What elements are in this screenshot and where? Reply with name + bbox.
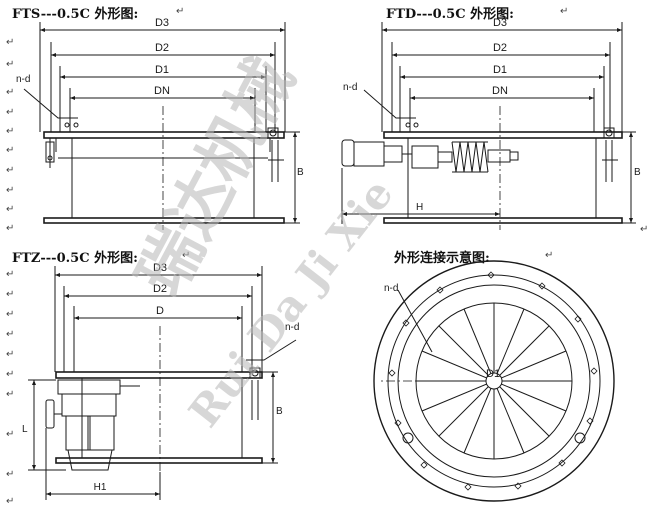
title-connection: 外形连接示意图:: [394, 251, 490, 266]
ftz-d3-label: D3: [153, 262, 167, 274]
fts-d1-label: D1: [155, 64, 169, 76]
paragraph-mark: ↵: [6, 369, 15, 380]
fts-d3-label: D3: [155, 17, 169, 29]
ftz-nd-label: n-d: [285, 322, 299, 333]
paragraph-mark: ↵: [6, 389, 15, 400]
fts-drawing: [23, 22, 300, 230]
fts-dn-label: DN: [154, 85, 170, 97]
paragraph-mark: ↵: [6, 329, 15, 340]
paragraph-mark: ↵: [6, 429, 15, 440]
paragraph-mark: ↵: [6, 269, 15, 280]
ftd-h-label: H: [416, 202, 423, 213]
ftz-d2-label: D2: [153, 283, 167, 295]
paragraph-mark: ↵: [545, 250, 554, 261]
fts-nd-label: n-d: [16, 74, 30, 85]
paragraph-mark: ↵: [176, 6, 185, 17]
connection-drawing: [373, 260, 615, 502]
ftz-d-label: D: [156, 305, 164, 317]
paragraph-mark: ↵: [6, 126, 15, 137]
ftz-drawing: [28, 266, 297, 500]
ftd-bellows: [451, 141, 489, 173]
paragraph-mark: ↵: [560, 6, 569, 17]
paragraph-mark: ↵: [6, 165, 15, 176]
watermark-chinese: 瑞达机械: [123, 46, 309, 307]
ftz-b-label: B: [276, 406, 283, 417]
paragraph-mark: ↵: [640, 224, 649, 235]
ftd-d3-label: D3: [493, 17, 507, 29]
connection-d1-label: D1: [486, 368, 500, 380]
connection-nd-label: n-d: [384, 283, 398, 294]
paragraph-mark: ↵: [6, 496, 15, 507]
paragraph-mark: ↵: [182, 250, 191, 261]
fts-d2-label: D2: [155, 42, 169, 54]
title-ftd: FTD---0.5C 外形图:: [386, 7, 514, 22]
paragraph-mark: ↵: [6, 289, 15, 300]
ftz-l-label: L: [22, 424, 28, 435]
paragraph-mark: ↵: [6, 309, 15, 320]
paragraph-mark: ↵: [6, 185, 15, 196]
paragraph-mark: ↵: [6, 223, 15, 234]
ftd-d1-label: D1: [493, 64, 507, 76]
bolt-holes: [388, 271, 598, 491]
paragraph-mark: ↵: [6, 145, 15, 156]
ftz-h1-label: H1: [94, 482, 107, 493]
title-fts: FTS---0.5C 外形图:: [12, 7, 139, 22]
paragraph-mark: ↵: [6, 469, 15, 480]
ftd-nd-label: n-d: [343, 82, 357, 93]
paragraph-mark: ↵: [6, 37, 15, 48]
title-ftz: FTZ---0.5C 外形图:: [12, 251, 138, 266]
ftd-drawing: [341, 22, 636, 230]
ftd-dn-label: DN: [492, 85, 508, 97]
fts-b-label: B: [297, 167, 304, 178]
paragraph-mark: ↵: [6, 204, 15, 215]
ftd-d2-label: D2: [493, 42, 507, 54]
paragraph-mark: ↵: [6, 87, 15, 98]
paragraph-mark: ↵: [6, 349, 15, 360]
ftd-b-label: B: [634, 167, 641, 178]
paragraph-mark: ↵: [6, 107, 15, 118]
paragraph-mark: ↵: [6, 59, 15, 70]
